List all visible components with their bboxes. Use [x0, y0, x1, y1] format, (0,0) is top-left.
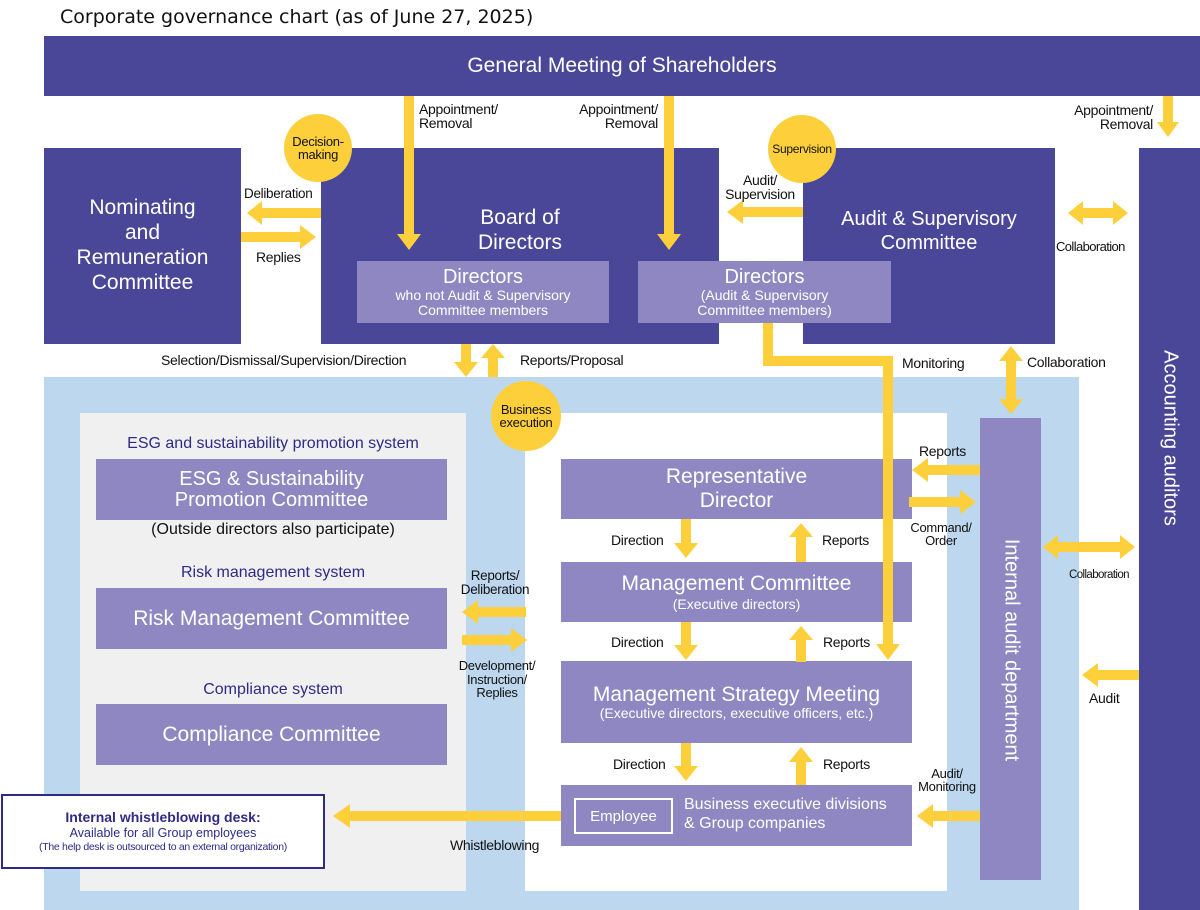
reports-label: Reports: [823, 634, 870, 650]
badge-line: Supervision: [772, 142, 832, 156]
badge-line: execution: [499, 415, 553, 430]
general-meeting-label: General Meeting of Shareholders: [467, 54, 777, 77]
badge-line: making: [297, 147, 339, 162]
strategy-meeting-sub: (Executive directors, executive officers…: [599, 704, 874, 721]
nominating-line: Nominating: [89, 196, 196, 220]
internal-audit-box: Internal audit department: [980, 418, 1041, 880]
reports-proposal-label: Reports/Proposal: [520, 352, 624, 368]
selection-label: Selection/Dismissal/Supervision/Directio…: [161, 352, 407, 368]
command-order-label: Command/Order: [910, 520, 972, 548]
compliance-committee-label: Compliance Committee: [162, 722, 381, 746]
appointment-label: Appointment/Removal: [579, 101, 658, 131]
directors-non-audit-box: Directors who not Audit & Supervisory Co…: [357, 261, 609, 323]
strategy-meeting-box: Management Strategy Meeting (Executive d…: [561, 661, 912, 743]
nominating-line: Remuneration: [76, 246, 209, 269]
collaboration-label: Collaboration: [1027, 354, 1106, 370]
collaboration-label: Collaboration: [1069, 569, 1130, 581]
directors-title: Directors: [442, 265, 523, 288]
deliberation-label: Deliberation: [244, 186, 313, 201]
esg-committee-box: ESG & Sustainability Promotion Committee: [96, 459, 447, 520]
management-committee-box: Management Committee (Executive director…: [561, 562, 912, 622]
rep-director-line: Director: [699, 489, 774, 512]
chart-title: Corporate governance chart (as of June 2…: [60, 6, 534, 28]
appointment-label: Appointment/Removal: [419, 101, 498, 131]
reports-label: Reports: [822, 532, 869, 548]
nominating-committee-box: Nominating and Remuneration Committee: [44, 148, 241, 344]
accounting-auditors-box: Accounting auditors: [1139, 148, 1200, 910]
general-meeting-box: General Meeting of Shareholders: [44, 36, 1200, 96]
directors-sub: (Audit & Supervisory: [700, 286, 829, 303]
development-label: Development/Instruction/Replies: [458, 658, 536, 701]
audit-committee-line: Audit & Supervisory: [841, 208, 1017, 230]
reports-label: Reports: [919, 443, 966, 459]
esg-committee-line: Promotion Committee: [174, 488, 369, 511]
replies-label: Replies: [256, 249, 301, 265]
risk-committee-box: Risk Management Committee: [96, 588, 447, 649]
whistleblowing-desk-line: Available for all Group employees: [69, 826, 257, 841]
employee-box: Employee: [574, 798, 673, 834]
business-divisions-box: Employee Business executive divisions & …: [561, 785, 912, 846]
whistleblowing-desk-line: (The help desk is outsourced to an exter…: [39, 841, 287, 854]
directors-sub: Committee members): [697, 301, 832, 318]
risk-committee-label: Risk Management Committee: [133, 606, 410, 630]
compliance-committee-box: Compliance Committee: [96, 704, 447, 765]
esg-system-label: ESG and sustainability promotion system: [127, 435, 419, 452]
direction-label: Direction: [613, 756, 666, 772]
audit-supervision-label: Audit/Supervision: [725, 172, 795, 202]
risk-system-label: Risk management system: [180, 564, 366, 581]
monitoring-label: Monitoring: [902, 355, 965, 371]
esg-note: (Outside directors also participate): [151, 521, 395, 538]
representative-director-box: Representative Director: [561, 459, 912, 519]
audit-monitoring-label: Audit/Monitoring: [918, 766, 976, 794]
decision-making-badge: Decision- making: [284, 114, 352, 182]
audit-label: Audit: [1089, 690, 1120, 706]
badge-line: Decision-: [292, 134, 344, 149]
esg-committee-line: ESG & Sustainability: [179, 467, 364, 490]
appointment-label: Appointment/Removal: [1074, 102, 1153, 132]
audit-committee-line: Committee: [880, 231, 978, 254]
strategy-meeting-title: Management Strategy Meeting: [592, 682, 881, 706]
badge-line: Business: [500, 402, 552, 417]
nominating-line: Committee: [91, 270, 194, 294]
rep-director-line: Representative: [665, 465, 808, 489]
directors-sub: Committee members: [418, 301, 548, 318]
mgmt-committee-sub: (Executive directors): [672, 596, 801, 613]
directors-audit-box: Directors (Audit & Supervisory Committee…: [638, 261, 891, 323]
board-title-line: Directors: [477, 230, 562, 254]
reports-deliberation-label: Reports/Deliberation: [460, 568, 530, 597]
business-divisions-line: & Group companies: [684, 815, 826, 833]
whistleblowing-label: Whistleblowing: [450, 837, 540, 853]
whistleblowing-desk-title: Internal whistleblowing desk:: [65, 809, 261, 826]
board-title-line: Board of: [480, 206, 560, 229]
reports-label: Reports: [823, 756, 870, 772]
employee-label: Employee: [590, 807, 657, 825]
nominating-line: and: [124, 221, 161, 245]
business-execution-badge: Business execution: [491, 381, 561, 451]
business-divisions-line: Business executive divisions: [684, 796, 887, 813]
compliance-system-label: Compliance system: [203, 681, 343, 698]
collaboration-label: Collaboration: [1056, 239, 1125, 254]
direction-label: Direction: [611, 532, 664, 548]
directors-title: Directors: [724, 265, 805, 288]
whistleblowing-desk-box: Internal whistleblowing desk: Available …: [1, 794, 325, 869]
direction-label: Direction: [611, 634, 664, 650]
supervision-badge: Supervision: [768, 115, 836, 183]
mgmt-committee-title: Management Committee: [621, 571, 852, 595]
directors-sub: who not Audit & Supervisory: [395, 286, 571, 303]
